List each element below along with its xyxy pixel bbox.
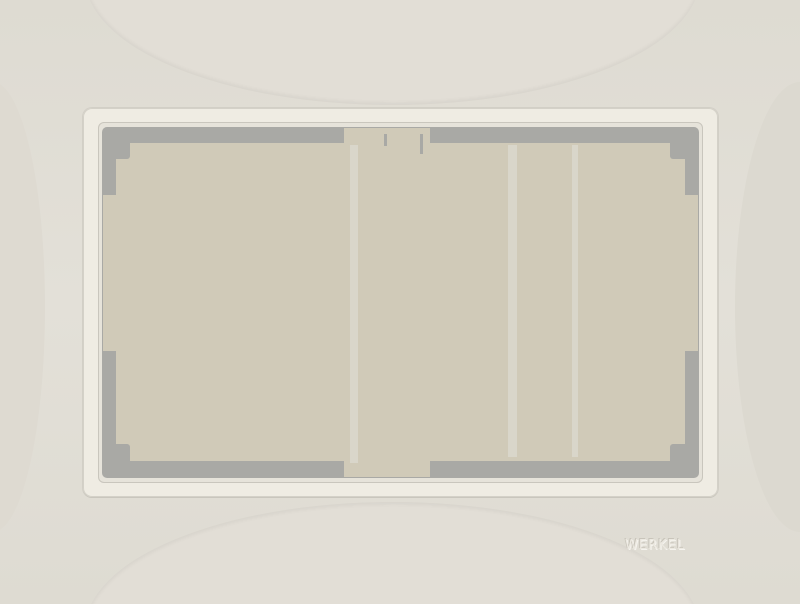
corner-tab-br	[670, 444, 685, 461]
top-bulge	[85, 0, 700, 105]
reflection-stripe	[572, 145, 578, 457]
left-side-gap	[103, 195, 117, 351]
reflection-stripe	[508, 145, 517, 457]
corner-tab-bl	[116, 444, 130, 461]
mounting-opening	[116, 143, 685, 461]
reflection-stripe	[350, 145, 358, 463]
corner-tab-tl	[116, 143, 130, 159]
right-bulge	[735, 82, 800, 532]
right-side-gap	[684, 195, 698, 351]
brand-logo: WERKEL	[625, 538, 686, 553]
bottom-bulge	[85, 502, 700, 604]
left-bulge	[0, 82, 45, 532]
corner-tab-tr	[670, 143, 685, 159]
center-clip-right	[420, 134, 423, 154]
bottom-center-gap	[344, 460, 430, 477]
top-center-gap	[344, 128, 430, 144]
center-clip-left	[384, 134, 387, 146]
